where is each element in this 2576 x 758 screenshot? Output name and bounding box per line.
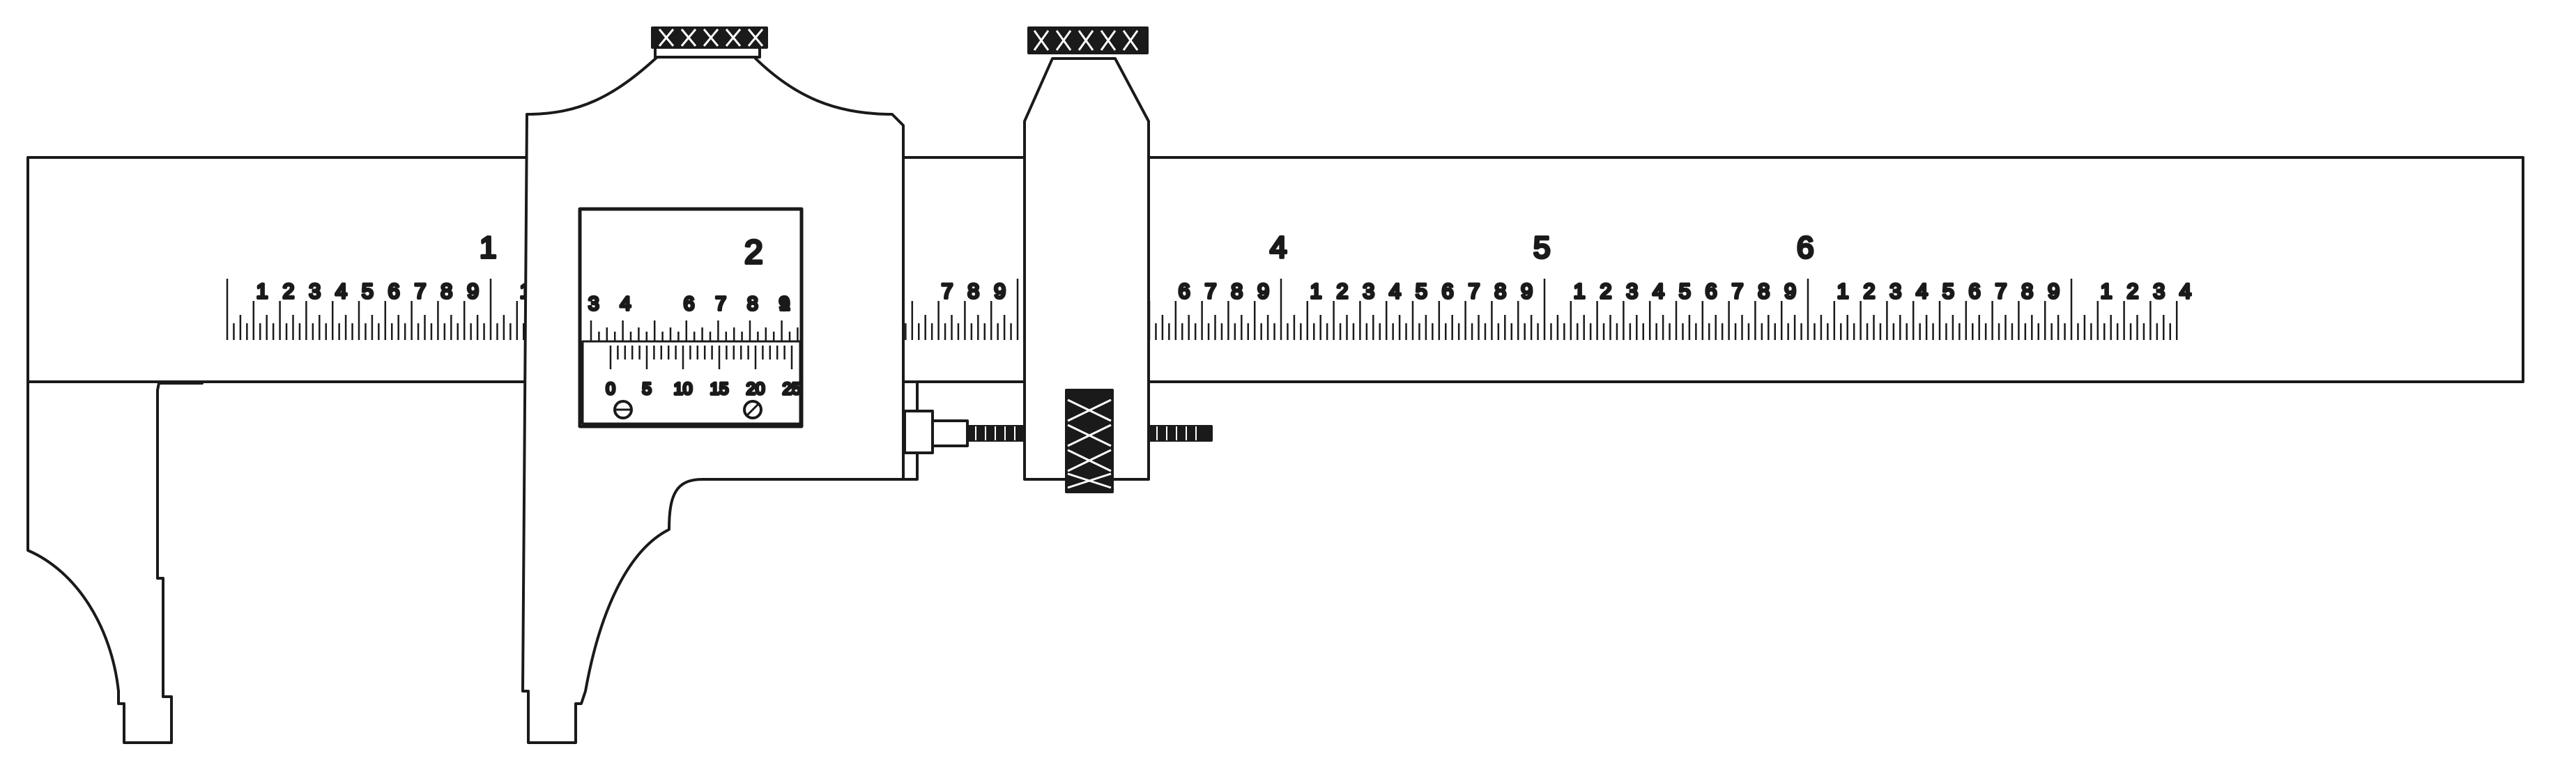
main-scale-tenth-label: 8 <box>1494 280 1506 303</box>
window-main-scale-ticks <box>590 320 799 341</box>
fine-adjust-clamp <box>1023 57 1150 481</box>
vernier-label: 10 <box>674 380 693 399</box>
main-scale-labels: 1234567891789678912345678912345678912345… <box>255 229 2193 304</box>
vernier-scale-ticks <box>609 346 793 369</box>
adjust-screw-rod-right <box>1147 425 1213 442</box>
main-scale-tenth-label: 3 <box>1363 280 1374 303</box>
main-scale-tenth-label: 9 <box>1521 280 1533 303</box>
main-scale-inch-label: 6 <box>1797 231 1814 265</box>
window-tenth-label: 6 <box>684 293 695 314</box>
main-scale-tenth-label: 2 <box>1864 280 1876 303</box>
main-scale-tenth-label: 4 <box>2179 280 2191 303</box>
main-scale-tenth-label: 7 <box>415 280 427 303</box>
main-scale-tenth-label: 9 <box>1784 280 1796 303</box>
main-scale-tenth-label: 6 <box>1179 280 1190 303</box>
main-scale-tenth-label: 5 <box>362 280 374 303</box>
vernier-label: 0 <box>606 380 615 399</box>
main-scale-tenth-label: 8 <box>2021 280 2033 303</box>
main-scale-tenth-label: 8 <box>440 280 452 303</box>
main-scale-tenth-label: 3 <box>309 280 321 303</box>
main-scale-tenth-label: 2 <box>2127 280 2139 303</box>
window-inch-label: 2 <box>744 234 763 271</box>
main-scale-tenth-label: 2 <box>283 280 295 303</box>
window-tenth-label: 9 <box>779 293 790 314</box>
vernier-scale-labels: 0 5 10 15 20 25 <box>604 378 802 400</box>
main-scale-tenth-label: 7 <box>1732 280 1744 303</box>
main-scale-tenth-label: 4 <box>335 280 347 303</box>
main-scale-tenth-label: 8 <box>967 280 979 303</box>
main-scale-tenth-label: 8 <box>1231 280 1243 303</box>
window-tenth-label: 7 <box>715 293 726 314</box>
main-scale-tenth-label: 6 <box>388 280 400 303</box>
main-scale-tenth-label: 7 <box>1205 280 1217 303</box>
window-tenth-label: 4 <box>620 293 631 314</box>
main-scale-tenth-label: 5 <box>1416 280 1427 303</box>
vernier-label: 15 <box>710 380 729 399</box>
window-tenth-label: 8 <box>747 293 758 314</box>
main-scale-tenth-label: 6 <box>1705 280 1717 303</box>
main-scale-tenth-label: 8 <box>1758 280 1770 303</box>
main-scale-tenth-label: 3 <box>1889 280 1901 303</box>
adjust-screw-collar <box>931 419 969 447</box>
vernier-label: 25 <box>783 380 802 399</box>
main-scale-tenth-label: 6 <box>1969 280 1981 303</box>
main-beam <box>26 156 2524 383</box>
main-scale-tenth-label: 4 <box>1389 280 1401 303</box>
main-scale-tenth-label: 7 <box>1469 280 1480 303</box>
adjust-screw-nut <box>903 410 934 454</box>
main-scale-tenth-label: 9 <box>467 280 479 303</box>
main-scale-tenth-label: 9 <box>1257 280 1269 303</box>
main-scale-tenth-label: 1 <box>256 280 268 303</box>
vernier-label: 5 <box>642 380 651 399</box>
main-scale-tenth-label: 5 <box>1942 280 1954 303</box>
main-scale-tenth-label: 3 <box>2153 280 2165 303</box>
main-scale-tenth-label: 9 <box>994 280 1006 303</box>
main-scale-tenth-label: 3 <box>1626 280 1638 303</box>
main-scale-tenth-label: 6 <box>1442 280 1454 303</box>
main-scale-tenth-label: 9 <box>2048 280 2060 303</box>
main-scale-tenth-label: 1 <box>1574 280 1586 303</box>
main-scale-tenth-label: 2 <box>1600 280 1612 303</box>
main-scale-inch-label: 5 <box>1533 231 1550 265</box>
main-scale-tenth-label: 1 <box>1837 280 1849 303</box>
main-scale-tenth-label: 4 <box>1916 280 1928 303</box>
main-scale-tenth-label: 7 <box>942 280 953 303</box>
window-tenth-label: 1 <box>779 293 790 314</box>
window-tenth-label: 3 <box>588 293 599 314</box>
main-scale-tenth-label: 4 <box>1653 280 1664 303</box>
main-scale-tenth-label: 1 <box>2101 280 2113 303</box>
main-scale-tenth-label: 2 <box>1337 280 1349 303</box>
main-scale-tenth-label: 5 <box>1679 280 1691 303</box>
main-scale-inch-label: 4 <box>1270 231 1287 265</box>
vernier-label: 20 <box>746 380 765 399</box>
main-scale-tenth-label: 1 <box>1310 280 1322 303</box>
main-scale-ticks <box>226 279 2178 340</box>
main-scale-inch-label: 1 <box>480 231 496 265</box>
main-scale-tenth-label: 7 <box>1995 280 2007 303</box>
